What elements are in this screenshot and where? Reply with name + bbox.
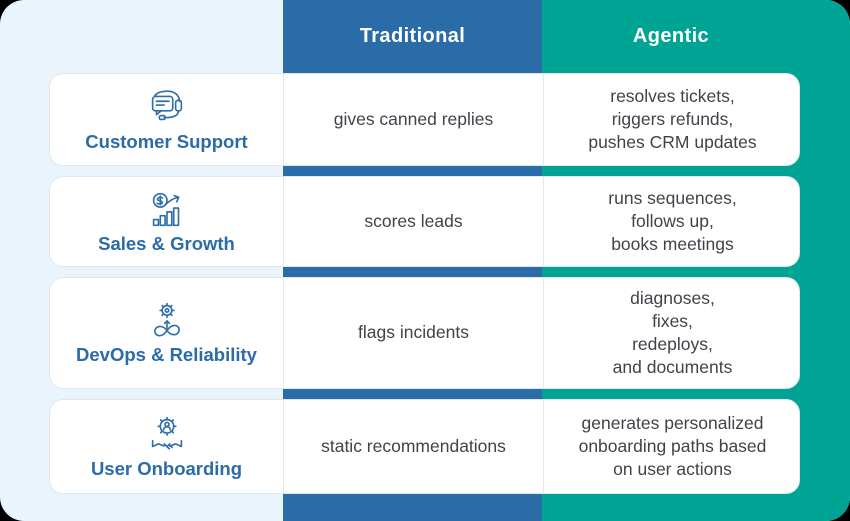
traditional-cell-user-onboarding: static recommendations	[283, 400, 543, 493]
devops-infinity-gear-icon	[144, 300, 190, 340]
headset-chat-icon	[144, 87, 190, 127]
agentic-text: resolves tickets, riggers refunds, pushe…	[588, 85, 757, 153]
category-cell-sales-growth: Sales & Growth	[50, 177, 283, 266]
category-cell-customer-support: Customer Support	[50, 74, 283, 165]
table-row-customer-support: Customer Support gives canned replies re…	[49, 73, 800, 166]
category-label: Sales & Growth	[98, 232, 235, 254]
category-label: User Onboarding	[90, 457, 243, 479]
traditional-cell-sales-growth: scores leads	[283, 177, 543, 266]
table-row-sales-growth: Sales & Growth scores leads runs sequenc…	[49, 176, 800, 267]
agentic-header-label: Agentic	[632, 25, 710, 47]
category-cell-devops-reliability: DevOps & Reliability	[50, 278, 283, 388]
agentic-cell-sales-growth: runs sequences, follows up, books meetin…	[543, 177, 799, 266]
traditional-cell-customer-support: gives canned replies	[283, 74, 543, 165]
traditional-text: flags incidents	[358, 322, 469, 343]
comparison-rows: Customer Support gives canned replies re…	[49, 73, 800, 494]
table-row-user-onboarding: User Onboarding static recommendations g…	[49, 399, 800, 494]
column-header-traditional: Traditional	[283, 0, 542, 73]
column-header-agentic: Agentic	[542, 0, 800, 73]
agentic-text: diagnoses, fixes, redeploys, and documen…	[612, 287, 733, 378]
category-label: Customer Support	[85, 130, 248, 152]
traditional-text: static recommendations	[321, 435, 506, 456]
traditional-cell-devops-reliability: flags incidents	[283, 278, 543, 388]
category-label: DevOps & Reliability	[76, 344, 257, 366]
traditional-text: gives canned replies	[333, 108, 494, 129]
traditional-text: scores leads	[364, 210, 463, 231]
coin-growth-chart-icon	[144, 189, 190, 229]
agentic-cell-customer-support: resolves tickets, riggers refunds, pushe…	[543, 74, 799, 165]
handshake-gear-person-icon	[144, 414, 190, 454]
table-row-devops-reliability: DevOps & Reliability flags incidents dia…	[49, 277, 800, 389]
agentic-cell-user-onboarding: generates personalized onboarding paths …	[543, 400, 799, 493]
agentic-text: generates personalized onboarding paths …	[578, 412, 767, 480]
traditional-header-label: Traditional	[359, 25, 466, 47]
category-cell-user-onboarding: User Onboarding	[50, 400, 283, 493]
agentic-text: runs sequences, follows up, books meetin…	[608, 187, 737, 255]
agentic-cell-devops-reliability: diagnoses, fixes, redeploys, and documen…	[543, 278, 799, 388]
